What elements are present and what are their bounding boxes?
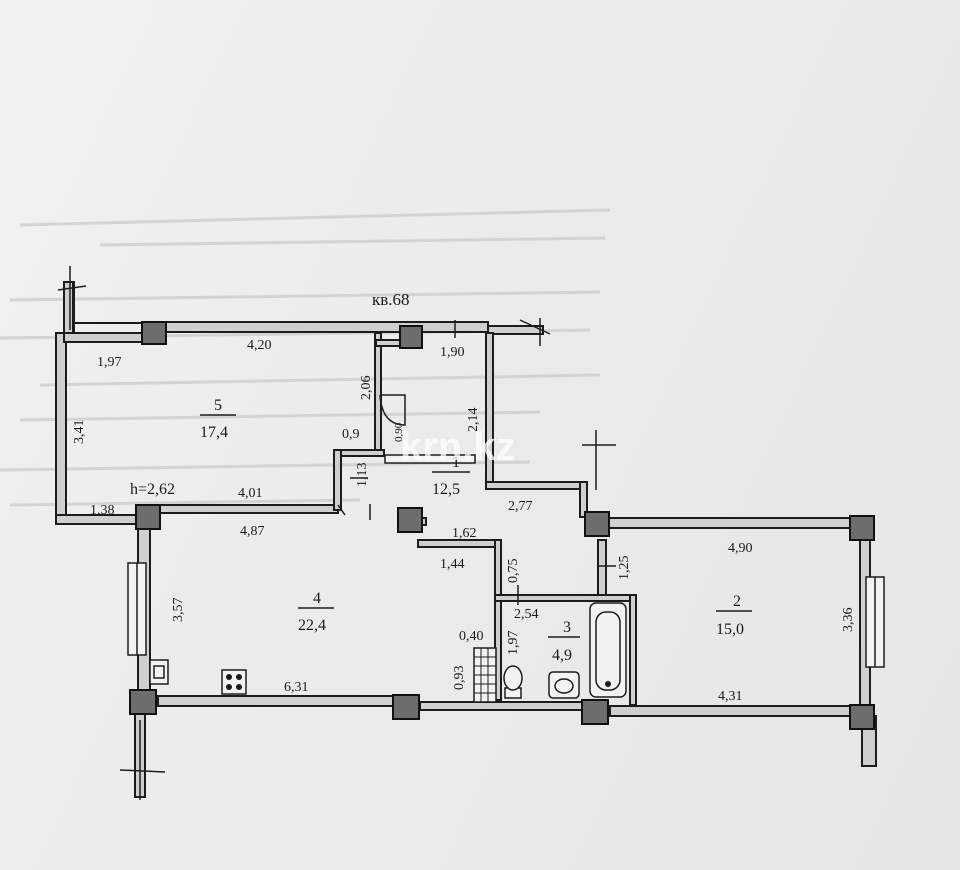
wall-bottom-mid xyxy=(419,701,591,711)
dim-2-77: 2,77 xyxy=(508,499,533,514)
dim-4-20: 4,20 xyxy=(247,338,272,353)
wall-bath-left xyxy=(494,539,502,701)
wall-room2-top xyxy=(604,517,861,529)
wall-room5-west xyxy=(55,332,67,524)
dim-1-25: 1,25 xyxy=(617,556,632,581)
dim-0-9: 0,9 xyxy=(342,427,360,442)
room1-area: 12,5 xyxy=(432,481,460,498)
room3-number: 3 xyxy=(563,619,571,636)
wall-room5-left xyxy=(63,281,153,334)
dim-1-62: 1,62 xyxy=(452,526,477,541)
plan-title: кв.68 xyxy=(372,290,410,309)
stove-icon xyxy=(221,669,247,695)
dim-1-13: 1,13 xyxy=(355,463,370,488)
door-marker xyxy=(337,504,346,516)
wall-closet-left xyxy=(374,332,382,454)
dim-3-41: 3,41 xyxy=(72,420,87,445)
room1-number: 1 xyxy=(452,454,460,471)
dim-2-14: 2,14 xyxy=(466,408,481,433)
toilet-icon xyxy=(503,665,523,699)
axis-ticks xyxy=(57,266,616,800)
wall-bath-top xyxy=(494,594,636,602)
room3-area: 4,9 xyxy=(552,647,572,664)
dim-1-38: 1,38 xyxy=(90,503,115,518)
tile-grid xyxy=(473,647,497,703)
dim-1-44: 1,44 xyxy=(440,557,465,572)
dim-4-90: 4,90 xyxy=(728,541,753,556)
dim-2-54: 2,54 xyxy=(514,607,539,622)
room2-number: 2 xyxy=(733,593,741,610)
dim-3-36: 3,36 xyxy=(841,608,856,633)
closet-door xyxy=(379,394,406,426)
dim-2-06: 2,06 xyxy=(359,376,374,401)
ceiling-height: h=2,62 xyxy=(130,481,175,498)
wall-hall-step xyxy=(417,539,501,548)
wall-hall-post xyxy=(333,449,342,511)
wall-hall-rv xyxy=(579,481,588,518)
wall-room5-nw xyxy=(63,332,155,343)
dim-0-40: 0,40 xyxy=(459,629,484,644)
room2-area: 15,0 xyxy=(716,621,744,638)
dim-1-97: 1,97 xyxy=(97,355,122,370)
closet-shelf xyxy=(384,454,476,464)
wall-hall-rb xyxy=(485,481,587,490)
dim-0-75: 0,75 xyxy=(506,559,521,584)
dim-6-31: 6,31 xyxy=(284,680,309,695)
dim-1-90: 1,90 xyxy=(440,345,465,360)
dim-1-97-bath: 1,97 xyxy=(506,631,521,656)
wall-bath-right xyxy=(629,594,637,706)
washbasin-icon xyxy=(548,671,580,699)
dim-4-87: 4,87 xyxy=(240,524,265,539)
bathtub-icon xyxy=(589,602,627,698)
room4-number: 4 xyxy=(313,590,321,607)
wall-top xyxy=(151,321,489,333)
wall-room5-stub xyxy=(63,281,74,335)
wall-bottom-left xyxy=(157,695,399,707)
dim-3-57: 3,57 xyxy=(171,598,186,623)
wall-bottom-right xyxy=(609,705,861,717)
columns xyxy=(129,321,875,730)
dim-4-01: 4,01 xyxy=(238,486,263,501)
dim-4-31: 4,31 xyxy=(718,689,743,704)
wall-5-4 xyxy=(147,504,339,514)
kitchen-sink-icon xyxy=(149,659,169,685)
watermark: krn.kz xyxy=(400,425,516,469)
room4-area: 22,4 xyxy=(298,617,326,634)
room5-area: 17,4 xyxy=(200,424,228,441)
dim-0-93: 0,93 xyxy=(452,666,467,691)
wall-room2-left xyxy=(597,539,607,596)
dim-0-90: 0,90 xyxy=(393,422,405,442)
faded-stamp xyxy=(0,208,611,507)
room5-number: 5 xyxy=(214,397,222,414)
